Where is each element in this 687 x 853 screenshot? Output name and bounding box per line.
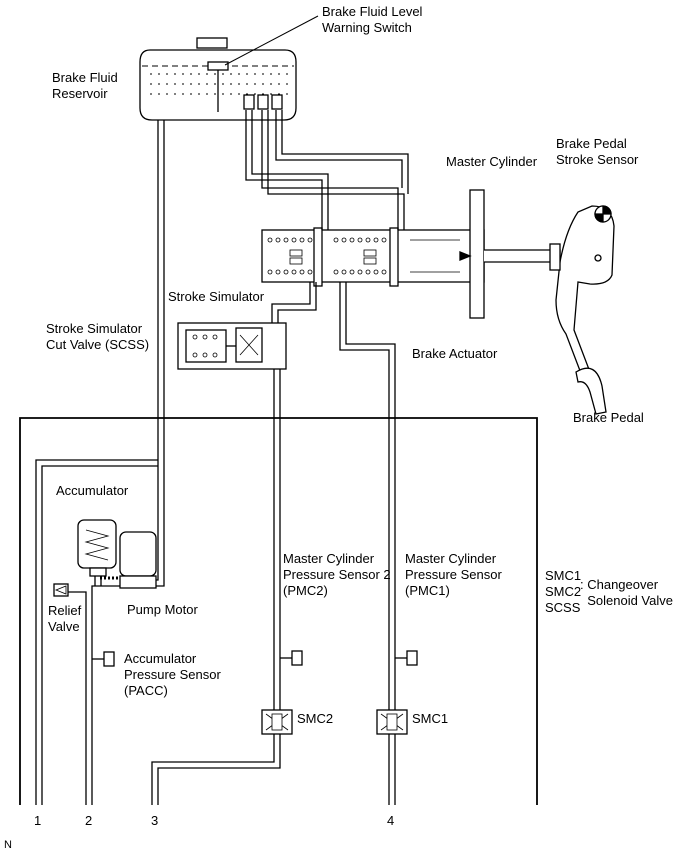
- label-master-cylinder: Master Cylinder: [446, 154, 538, 169]
- brake-fluid-reservoir: [139, 37, 297, 121]
- master-cylinder-pressure-sensor-2: [280, 650, 303, 666]
- label-brake-pedal: Brake Pedal: [573, 410, 644, 425]
- label-smc1: SMC1: [412, 711, 449, 726]
- accumulator: [77, 519, 117, 577]
- label-brake-actuator: Brake Actuator: [412, 346, 498, 361]
- legend-description: : Changeover Solenoid Valve: [580, 577, 673, 608]
- port-label-4: 4: [387, 813, 395, 828]
- label-stroke-simulator-cut-valve: Stroke Simulator Cut Valve (SCSS): [46, 321, 150, 352]
- corner-mark: N: [4, 839, 12, 851]
- smc1-valve: [376, 709, 408, 735]
- hydraulic-lines: [35, 110, 409, 805]
- stroke-simulator-cut-valve: [226, 327, 263, 363]
- master-cylinder-internals: [267, 237, 460, 275]
- port-label-1: 1: [34, 813, 42, 828]
- label-relief-valve: Relief Valve: [48, 603, 82, 634]
- stroke-simulator: [177, 322, 287, 370]
- label-brake-fluid-level-warning-switch: Brake Fluid Level Warning Switch: [322, 4, 423, 35]
- label-accumulator: Accumulator: [56, 483, 129, 498]
- master-cylinder-pressure-sensor-1: [395, 650, 418, 666]
- label-accumulator-pressure-sensor: Accumulator Pressure Sensor (PACC): [124, 651, 221, 698]
- brake-pedal-stroke-sensor: [594, 205, 612, 223]
- master-cylinder: [261, 189, 561, 319]
- warning-switch-leader: [224, 15, 319, 66]
- label-master-cylinder-pressure-sensor: Master Cylinder Pressure Sensor (PMC1): [405, 551, 502, 598]
- relief-valve: [53, 583, 69, 597]
- port-label-2: 2: [85, 813, 93, 828]
- accumulator-pressure-sensor: [92, 651, 115, 667]
- brake-pedal: [549, 205, 615, 415]
- label-brake-fluid-reservoir: Brake Fluid Reservoir: [52, 70, 118, 101]
- label-pump-motor: Pump Motor: [127, 602, 198, 617]
- label-brake-pedal-stroke-sensor: Brake Pedal Stroke Sensor: [556, 136, 639, 167]
- label-master-cylinder-pressure-sensor-2: Master Cylinder Pressure Sensor 2 (PMC2): [283, 551, 391, 598]
- label-stroke-simulator: Stroke Simulator: [168, 289, 265, 304]
- smc2-valve: [261, 709, 293, 735]
- brake-actuator-box: [19, 417, 538, 805]
- pump-motor: [100, 531, 157, 589]
- legend-codes: SMC1 SMC2 SCSS: [545, 568, 582, 615]
- port-label-3: 3: [151, 813, 159, 828]
- label-smc2: SMC2: [297, 711, 334, 726]
